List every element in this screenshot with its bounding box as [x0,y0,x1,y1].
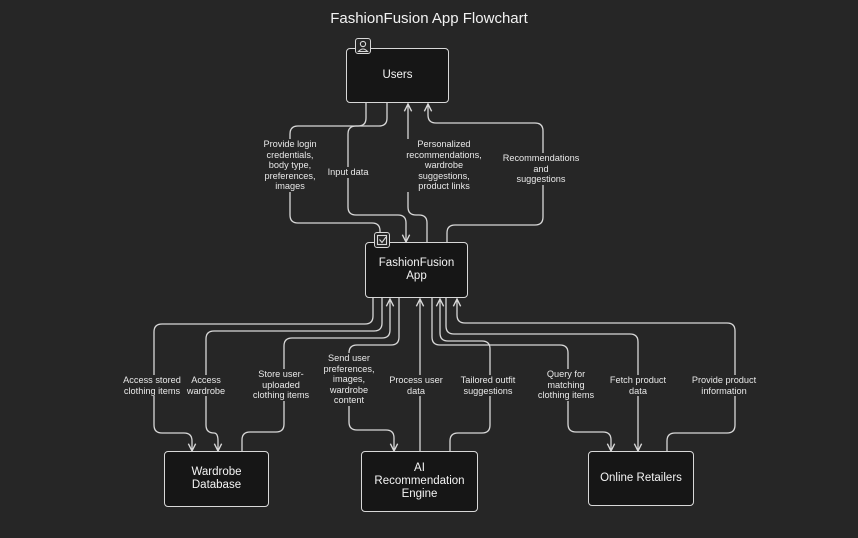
edge-label-access-stored: Access stored clothing items [122,375,182,397]
checkbox-icon [374,232,390,248]
edge-label-send: Send user preferences, images, wardrobe … [322,353,376,406]
edge-fetch [445,298,638,451]
edge-label-access-wardrobe: Access wardrobe [185,375,227,397]
node-fashionfusion-app: FashionFusion App [365,242,468,298]
edge-personalized [408,104,428,243]
edge-label-recs: Recommendations and suggestions [501,153,581,185]
edge-label-query: Query for matching clothing items [536,369,596,401]
diagram-title: FashionFusion App Flowchart [330,10,528,27]
node-wardrobe-database: Wardrobe Database [164,451,269,507]
edge-label-process: Process user data [388,375,444,397]
edge-label-provide-info: Provide product information [690,375,758,397]
node-users: Users [346,48,449,103]
edge-access-wardrobe [205,298,383,451]
node-online-retailers: Online Retailers [588,451,694,506]
node-ai-recommendation-engine: AI Recommendation Engine [361,451,478,512]
edge-label-fetch: Fetch product data [608,375,668,397]
edge-label-tailored: Tailored outfit suggestions [459,375,517,397]
edge-label-store: Store user- uploaded clothing items [251,369,311,401]
person-icon [355,38,371,54]
edge-label-input: Input data [326,167,370,178]
edge-label-login: Provide login credentials, body type, pr… [262,139,318,192]
edge-label-personalized: Personalized recommendations, wardrobe s… [405,139,483,192]
